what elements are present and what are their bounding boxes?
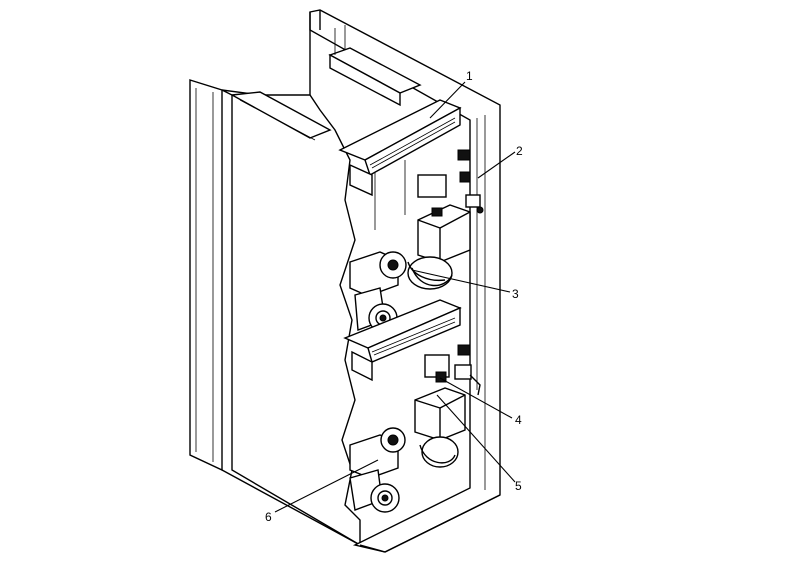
cabinet-shell [189, 9, 501, 553]
lower-heater-rail [343, 299, 462, 382]
upper-heater-rail [338, 99, 462, 230]
callout-labels: 1 2 3 4 5 6 [265, 69, 523, 524]
lower-blower-housing [414, 387, 466, 468]
callout-4: 4 [515, 413, 522, 427]
callout-1: 1 [466, 69, 473, 83]
lower-controls [424, 344, 481, 396]
callout-5: 5 [515, 479, 522, 493]
callout-6: 6 [265, 510, 272, 524]
upper-blower-housing [407, 204, 471, 290]
callout-3: 3 [512, 287, 519, 301]
callout-2: 2 [516, 144, 523, 158]
leader-lines [274, 81, 516, 513]
upper-valve-motor [349, 251, 407, 333]
upper-controls [417, 149, 484, 214]
lower-valve-motor [349, 427, 406, 513]
